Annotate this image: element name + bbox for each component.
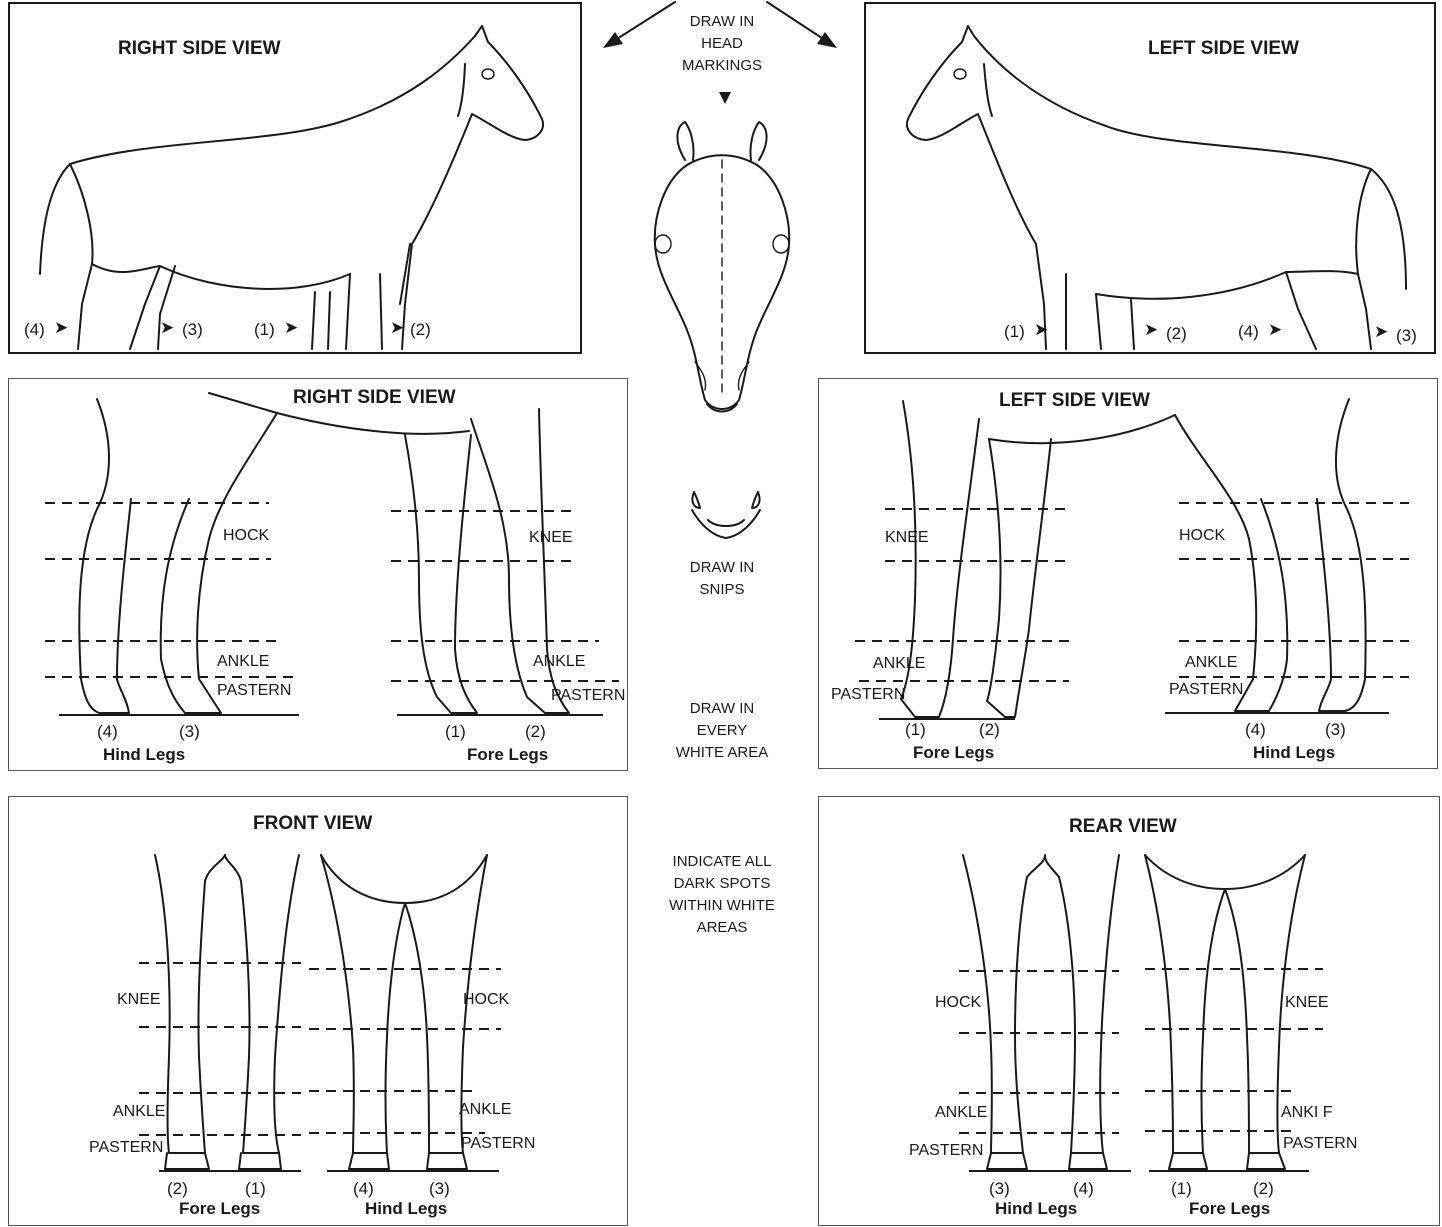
group-hind-legs: Hind Legs — [995, 1199, 1077, 1219]
leg-number-1: (1) — [245, 1179, 266, 1199]
panel-title: LEFT SIDE VIEW — [999, 390, 1150, 412]
note-snips: DRAW IN SNIPS — [652, 557, 792, 601]
leg-number-4: (4) — [1073, 1179, 1094, 1199]
label-pastern: PASTERN — [1283, 1135, 1357, 1153]
leg-number-1: (1) — [1171, 1179, 1192, 1199]
panel-title: FRONT VIEW — [253, 813, 372, 835]
arrow-left-icon: ➤ — [1144, 320, 1158, 340]
leg-marker-3: (3) — [182, 320, 203, 340]
panel-legs-left-side-view: LEFT SIDE VIEW KNEE HOCK ANKLE PASTERN A… — [818, 378, 1438, 769]
panel-rear-view: REAR VIEW HOCK KNEE ANKLE PASTERN ANKI F… — [818, 796, 1440, 1226]
front-view-drawing — [9, 797, 629, 1227]
label-knee: KNEE — [529, 529, 573, 547]
rear-view-drawing — [819, 797, 1441, 1227]
label-pastern: PASTERN — [89, 1139, 163, 1157]
panel-top-right-side-view: RIGHT SIDE VIEW (4) ➤ ➤ (3) (1) ➤ ➤ (2) — [8, 2, 582, 354]
arrow-right-icon: ➤ — [284, 318, 298, 338]
leg-number-1: (1) — [445, 722, 466, 742]
panel-legs-right-side-view: RIGHT SIDE VIEW HOCK KNEE ANKLE PASTERN … — [8, 378, 628, 771]
leg-number-3: (3) — [989, 1179, 1010, 1199]
group-fore-legs: Fore Legs — [467, 745, 548, 765]
snip-muzzle-drawing — [686, 486, 766, 546]
group-hind-legs: Hind Legs — [103, 745, 185, 765]
leg-number-2: (2) — [167, 1179, 188, 1199]
legs-left-side-drawing — [819, 379, 1439, 770]
leg-number-3: (3) — [429, 1179, 450, 1199]
leg-number-4: (4) — [97, 722, 118, 742]
panel-title: RIGHT SIDE VIEW — [118, 38, 281, 60]
label-knee: KNEE — [885, 529, 929, 547]
horse-right-side-drawing — [10, 4, 584, 356]
arrow-right-icon: ➤ — [1034, 320, 1048, 340]
note-white-area: DRAW IN EVERY WHITE AREA — [652, 698, 792, 764]
leg-marker-1: (1) — [254, 320, 275, 340]
leg-number-3: (3) — [179, 722, 200, 742]
note-head-markings: DRAW IN HEAD MARKINGS — [652, 11, 792, 77]
leg-number-2: (2) — [979, 720, 1000, 740]
leg-marker-4: (4) — [24, 320, 45, 340]
arrow-left-icon: ➤ — [160, 318, 174, 338]
label-ankle: ANKLE — [1185, 654, 1237, 672]
label-knee: KNEE — [117, 991, 161, 1009]
leg-marker-2: (2) — [410, 320, 431, 340]
label-hock: HOCK — [1179, 527, 1225, 545]
label-ankle: ANKLE — [935, 1104, 987, 1122]
legs-right-side-drawing — [9, 379, 629, 772]
label-pastern: PASTERN — [217, 682, 291, 700]
panel-front-view: FRONT VIEW KNEE HOCK ANKLE PASTERN ANKLE… — [8, 796, 628, 1226]
leg-marker-2: (2) — [1166, 324, 1187, 344]
label-hock: HOCK — [935, 994, 981, 1012]
leg-number-4: (4) — [1245, 720, 1266, 740]
leg-number-4: (4) — [353, 1179, 374, 1199]
leg-marker-3: (3) — [1396, 326, 1417, 346]
label-pastern: PASTERN — [461, 1135, 535, 1153]
arrow-left-icon: ➤ — [390, 318, 404, 338]
label-ankle: ANKLE — [533, 653, 585, 671]
label-knee: KNEE — [1285, 994, 1329, 1012]
group-fore-legs: Fore Legs — [1189, 1199, 1270, 1219]
panel-title: RIGHT SIDE VIEW — [293, 387, 456, 409]
label-pastern: PASTERN — [1169, 681, 1243, 699]
label-ankle: ANKLE — [873, 655, 925, 673]
leg-number-2: (2) — [1253, 1179, 1274, 1199]
arrow-right-icon: ➤ — [54, 318, 68, 338]
label-ankle: ANKI F — [1281, 1104, 1333, 1122]
leg-marker-1: (1) — [1004, 322, 1025, 342]
group-hind-legs: Hind Legs — [365, 1199, 447, 1219]
group-hind-legs: Hind Legs — [1253, 743, 1335, 763]
leg-number-1: (1) — [905, 720, 926, 740]
leg-marker-4: (4) — [1238, 322, 1259, 342]
label-ankle: ANKLE — [459, 1101, 511, 1119]
label-pastern: PASTERN — [551, 687, 625, 705]
group-fore-legs: Fore Legs — [913, 743, 994, 763]
group-fore-legs: Fore Legs — [179, 1199, 260, 1219]
arrow-left-icon: ➤ — [1374, 322, 1388, 342]
arrow-right-icon: ➤ — [1268, 320, 1282, 340]
label-hock: HOCK — [463, 991, 509, 1009]
label-ankle: ANKLE — [113, 1103, 165, 1121]
leg-number-2: (2) — [525, 722, 546, 742]
label-pastern: PASTERN — [909, 1142, 983, 1160]
label-pastern: PASTERN — [831, 686, 905, 704]
note-dark-spots: INDICATE ALL DARK SPOTS WITHIN WHITE ARE… — [652, 851, 792, 939]
leg-number-3: (3) — [1325, 720, 1346, 740]
panel-top-left-side-view: LEFT SIDE VIEW (1) ➤ ➤ (2) (4) ➤ ➤ (3) — [864, 2, 1436, 354]
label-ankle: ANKLE — [217, 653, 269, 671]
label-hock: HOCK — [223, 527, 269, 545]
panel-title: LEFT SIDE VIEW — [1148, 38, 1299, 60]
panel-title: REAR VIEW — [1069, 816, 1177, 838]
